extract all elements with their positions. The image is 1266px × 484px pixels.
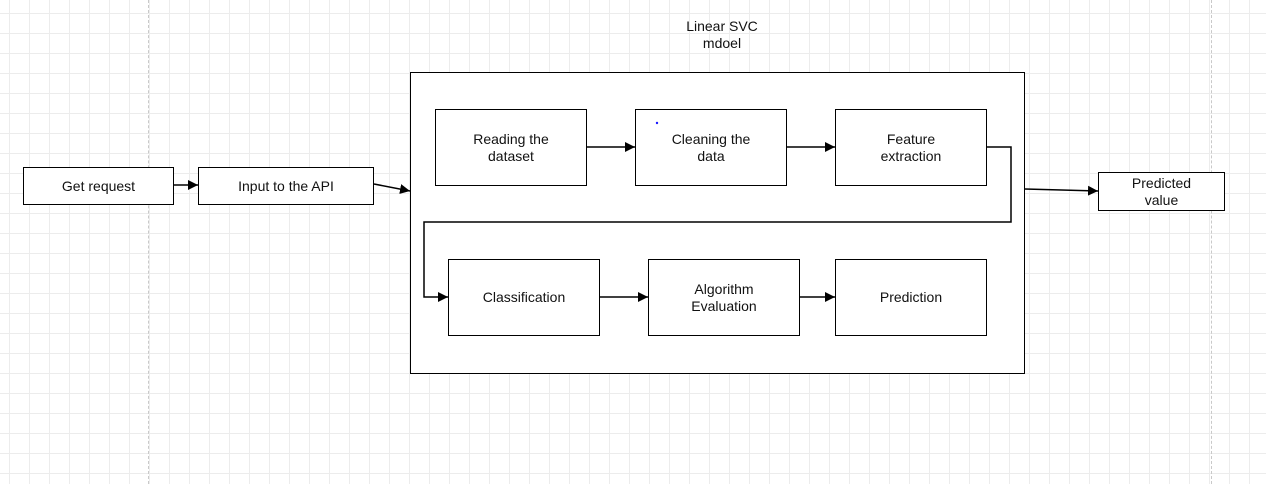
page-boundary-left [148,0,149,484]
feature-extraction-node[interactable]: Feature extraction [835,109,987,186]
reading-dataset-node[interactable]: Reading the dataset [435,109,587,186]
cleaning-data-node[interactable]: Cleaning the data [635,109,787,186]
get-request-node[interactable]: Get request [23,167,174,205]
input-api-node[interactable]: Input to the API [198,167,374,205]
prediction-node[interactable]: Prediction [835,259,987,336]
classification-node[interactable]: Classification [448,259,600,336]
predicted-value-node[interactable]: Predicted value [1098,172,1225,211]
edge-model-to-predicted-value [1024,185,1099,196]
container-title: Linear SVC mdoel [686,18,758,51]
page-boundary-right [1211,0,1212,484]
stray-dot [655,121,659,125]
algorithm-evaluation-node[interactable]: Algorithm Evaluation [648,259,800,336]
edge-input-api-to-model [373,183,411,194]
edge-feature-to-classification [423,146,1012,302]
